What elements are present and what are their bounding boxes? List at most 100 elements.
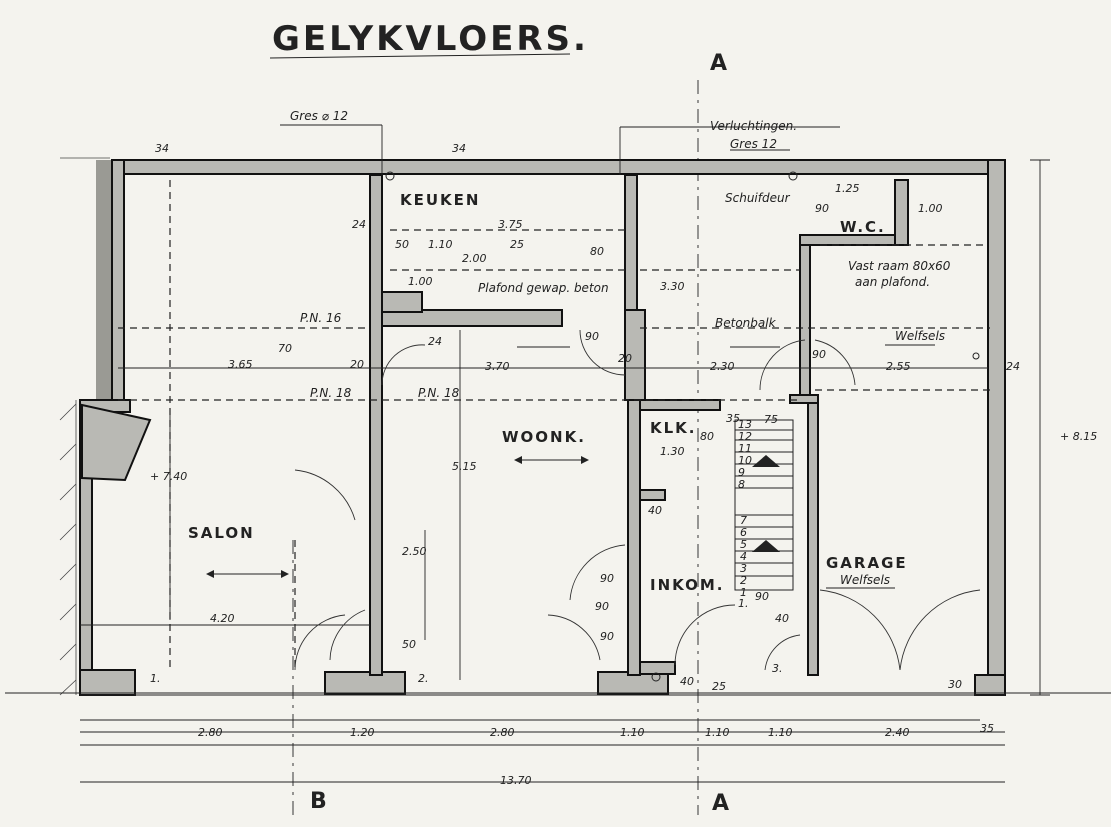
svg-text:1.10: 1.10: [705, 726, 730, 739]
svg-text:+ 7.40: + 7.40: [150, 470, 187, 483]
svg-text:90: 90: [812, 348, 826, 361]
svg-text:75: 75: [764, 413, 778, 426]
svg-text:34: 34: [155, 142, 169, 155]
svg-text:11: 11: [738, 442, 752, 455]
svg-text:3.75: 3.75: [498, 218, 523, 231]
note-schuifdeur: Schuifdeur: [725, 191, 791, 205]
facade-grid: [5, 692, 1111, 746]
svg-text:2.00: 2.00: [462, 252, 487, 265]
svg-text:90: 90: [815, 202, 829, 215]
note-gres-right: Gres 12: [730, 137, 777, 151]
dimension-labels: 34 34 3.75 50 1.10 25 2.00 80 1.00 24 24…: [150, 142, 1097, 787]
svg-text:35: 35: [726, 412, 740, 425]
svg-text:40: 40: [648, 504, 662, 517]
svg-text:3.30: 3.30: [660, 280, 685, 293]
room-label-woonk: WOONK.: [502, 428, 586, 446]
room-label-keuken: KEUKEN: [400, 191, 480, 209]
svg-text:90: 90: [755, 590, 769, 603]
svg-text:20: 20: [350, 358, 364, 371]
section-b-bottom: B: [310, 789, 327, 814]
svg-text:1.00: 1.00: [408, 275, 433, 288]
svg-text:40: 40: [680, 675, 694, 688]
svg-text:50: 50: [402, 638, 416, 651]
svg-text:1.00: 1.00: [918, 202, 943, 215]
svg-text:8: 8: [738, 478, 745, 491]
note-verluchtingen: Verluchtingen.: [710, 119, 797, 133]
svg-text:12: 12: [738, 430, 752, 443]
stair: [734, 419, 794, 591]
svg-text:2.: 2.: [418, 672, 429, 685]
svg-text:25: 25: [510, 238, 524, 251]
dimension-lines: [80, 124, 1050, 783]
svg-text:2: 2: [740, 574, 747, 587]
svg-text:3.: 3.: [772, 662, 783, 675]
svg-text:9: 9: [738, 466, 745, 479]
note-pn16: P.N. 16: [300, 311, 342, 325]
svg-text:34: 34: [452, 142, 466, 155]
svg-text:5: 5: [740, 538, 747, 551]
note-vast-raam-1: Vast raam 80x60: [848, 259, 951, 273]
svg-text:2.80: 2.80: [490, 726, 515, 739]
svg-text:2.50: 2.50: [402, 545, 427, 558]
svg-text:3.70: 3.70: [485, 360, 510, 373]
span-arrows: [206, 344, 935, 589]
svg-text:2.80: 2.80: [198, 726, 223, 739]
room-label-salon: SALON: [188, 524, 255, 542]
note-welfsels: Welfsels: [895, 329, 945, 343]
vent-symbols: [385, 171, 980, 682]
svg-text:35: 35: [980, 722, 994, 735]
room-label-wc: W.C.: [840, 218, 886, 236]
svg-text:3: 3: [740, 562, 747, 575]
svg-text:6: 6: [740, 526, 747, 539]
svg-text:50: 50: [395, 238, 409, 251]
svg-text:80: 80: [590, 245, 604, 258]
neighbour-wall-hatch: [59, 157, 114, 696]
stair-arrow-icon: [752, 540, 780, 552]
svg-text:2.55: 2.55: [886, 360, 911, 373]
svg-text:1.: 1.: [150, 672, 161, 685]
svg-text:24: 24: [352, 218, 366, 231]
svg-text:2.40: 2.40: [885, 726, 910, 739]
beam-lines: [118, 180, 990, 670]
garage-welfsels-note: Welfsels: [840, 573, 890, 587]
note-plafond: Plafond gewap. beton: [478, 281, 609, 295]
svg-text:+ 8.15: + 8.15: [1060, 430, 1097, 443]
svg-text:5.15: 5.15: [452, 460, 477, 473]
svg-text:1.10: 1.10: [428, 238, 453, 251]
svg-text:24: 24: [1006, 360, 1020, 373]
note-gres-left: Gres ⌀ 12: [290, 109, 348, 123]
svg-text:13.70: 13.70: [500, 774, 532, 787]
svg-text:90: 90: [600, 572, 614, 585]
svg-text:30: 30: [948, 678, 962, 691]
door-swings: [294, 329, 981, 671]
chimney: [81, 291, 423, 482]
room-label-inkom: INKOM.: [650, 576, 724, 594]
svg-text:7: 7: [740, 514, 747, 527]
stair-step-numbers: 13 12 11 10 9 8 7 6 5 4 3 2 1: [738, 418, 752, 599]
note-pn18-mid: P.N. 18: [418, 386, 460, 400]
note-vast-raam-2: aan plafond.: [855, 275, 930, 289]
title-underline: [269, 53, 571, 59]
svg-text:1.25: 1.25: [835, 182, 860, 195]
room-label-klk: KLK.: [650, 419, 697, 437]
note-betonbalk: Betonbalk: [715, 316, 777, 330]
svg-text:4.20: 4.20: [210, 612, 235, 625]
svg-text:3.65: 3.65: [228, 358, 253, 371]
svg-text:13: 13: [738, 418, 752, 431]
svg-text:1.30: 1.30: [660, 445, 685, 458]
inner-walls: [369, 174, 909, 676]
svg-text:4: 4: [740, 550, 747, 563]
svg-text:40: 40: [775, 612, 789, 625]
svg-text:80: 80: [700, 430, 714, 443]
svg-text:25: 25: [712, 680, 726, 693]
svg-text:1: 1: [740, 586, 747, 599]
svg-text:1.: 1.: [738, 597, 749, 610]
room-label-garage: GARAGE: [826, 554, 908, 572]
svg-text:90: 90: [600, 630, 614, 643]
svg-text:2.30: 2.30: [710, 360, 735, 373]
svg-text:90: 90: [595, 600, 609, 613]
svg-text:1.10: 1.10: [620, 726, 645, 739]
svg-text:10: 10: [738, 454, 752, 467]
section-a-top: A: [710, 51, 727, 76]
